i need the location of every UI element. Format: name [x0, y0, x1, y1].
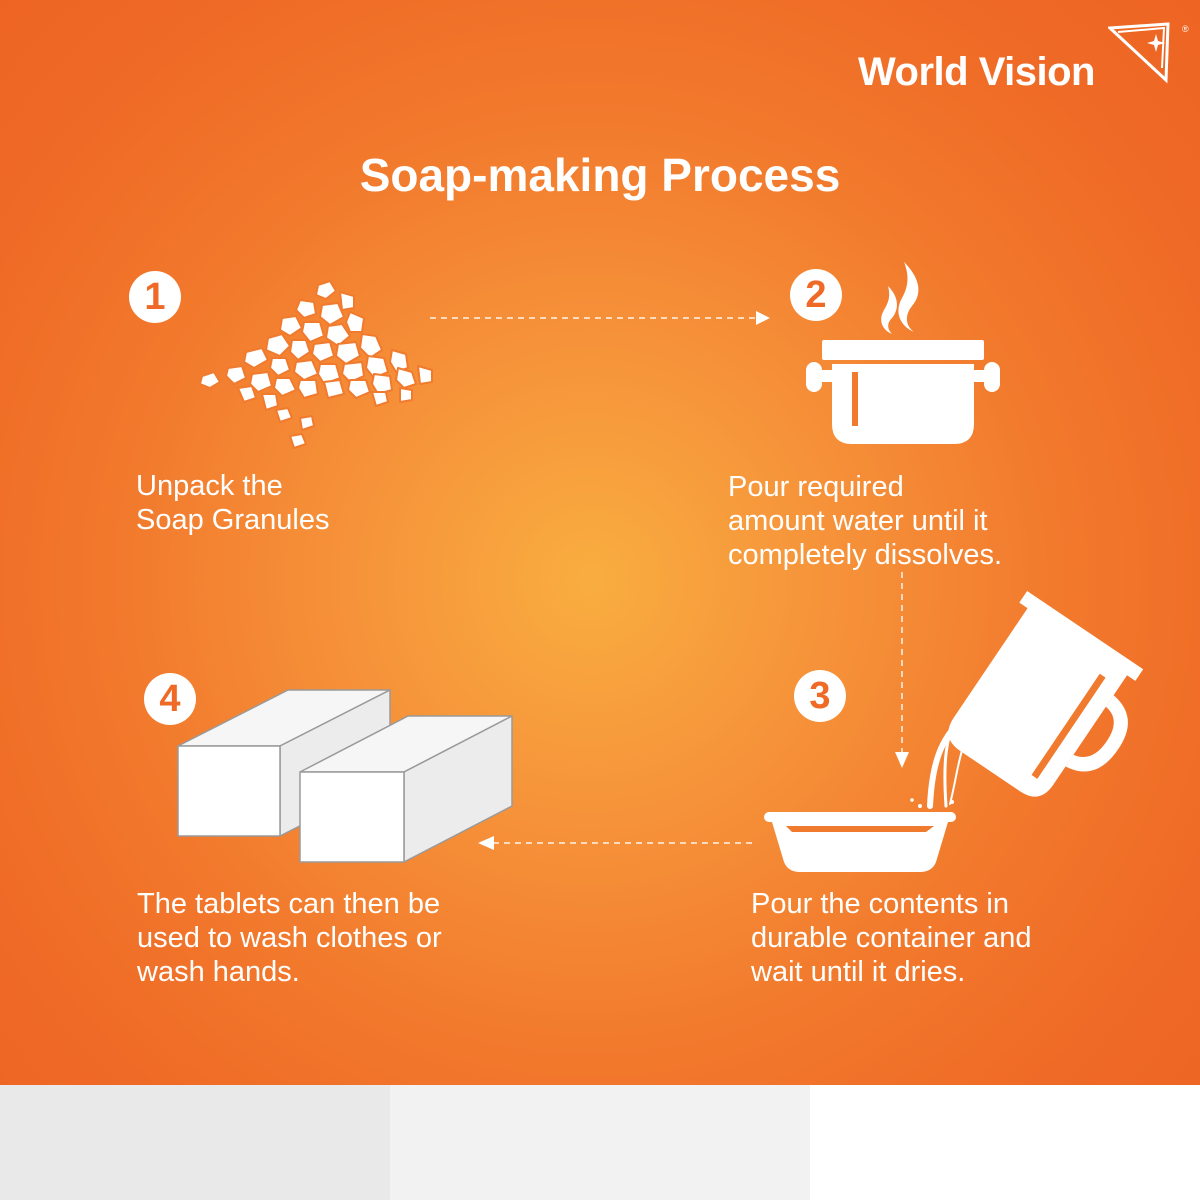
step-3-description: Pour the contents in durable container a…	[751, 887, 1032, 989]
step-2-line-3: completely dissolves.	[728, 539, 1002, 571]
world-vision-logo-icon	[1108, 22, 1170, 84]
process-illustration	[177, 262, 1144, 872]
arrow-step2-to-step3	[895, 572, 909, 768]
footer-segment-3	[810, 1085, 1200, 1200]
cooking-pot-icon	[806, 340, 1000, 444]
step-1-line-1: Unpack the	[136, 470, 283, 502]
page-title: Soap-making Process	[359, 149, 841, 201]
step-1-description: Unpack the Soap Granules	[136, 469, 329, 537]
arrow-step1-to-step2	[430, 311, 770, 325]
step-4-line-2: used to wash clothes or	[137, 922, 442, 954]
soap-granules-icon	[199, 280, 433, 449]
step-3-line-3: wait until it dries.	[751, 956, 966, 988]
container-dish-icon	[764, 812, 956, 872]
brand-name: World Vision	[858, 50, 1096, 94]
step-2-number: 2	[790, 269, 842, 321]
footer-segment-2	[390, 1085, 810, 1200]
step-3-line-2: durable container and	[751, 922, 1032, 954]
step-3-number: 3	[794, 670, 846, 722]
registered-mark: ®	[1182, 24, 1189, 34]
pouring-jug-icon	[910, 590, 1144, 809]
step-4-line-1: The tablets can then be	[137, 888, 441, 920]
arrow-step3-to-step4	[478, 836, 752, 850]
step-4-line-3: wash hands.	[137, 956, 300, 988]
steam-icon	[881, 262, 919, 334]
step-4-number: 4	[144, 673, 196, 725]
step-2-description: Pour required amount water until it comp…	[728, 470, 1002, 572]
infographic-poster: World Vision ® Soap-making Process	[0, 0, 1200, 1085]
step-2-line-1: Pour required	[728, 471, 904, 503]
step-3-line-1: Pour the contents in	[751, 888, 1009, 920]
soap-bars-icon	[177, 689, 513, 863]
footer-segment-1	[0, 1085, 390, 1200]
footer-band	[0, 1085, 1200, 1200]
step-1-number: 1	[129, 271, 181, 323]
step-1-line-2: Soap Granules	[136, 504, 330, 536]
step-2-line-2: amount water until it	[728, 505, 988, 537]
step-4-description: The tablets can then be used to wash clo…	[137, 887, 442, 989]
